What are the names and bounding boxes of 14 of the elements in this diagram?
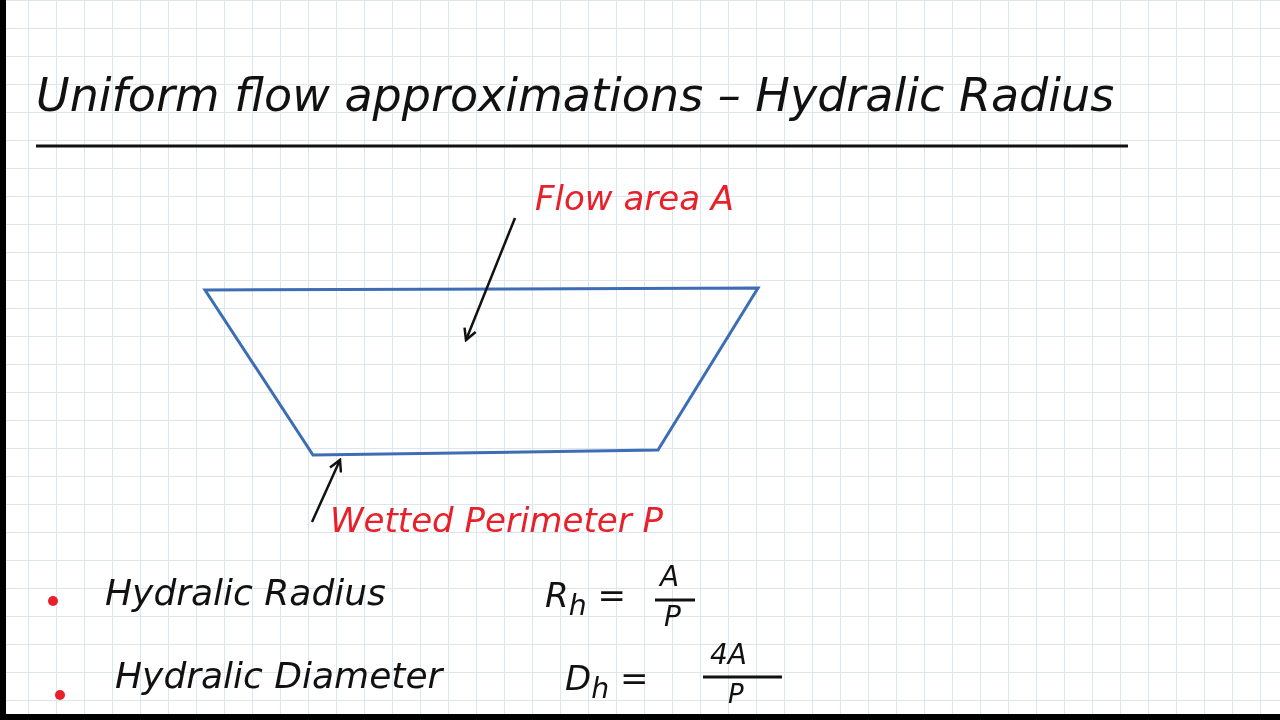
formula-text: R$_{h}$ = <box>545 575 626 622</box>
bullet-text: Hydralic Diameter <box>115 655 443 696</box>
fraction-denominator: P <box>728 679 744 709</box>
formula-text: D$_{h}$ = <box>565 658 649 705</box>
annotation-label: Wetted Perimeter P <box>330 500 663 540</box>
bullet-text: Hydralic Radius <box>105 572 386 613</box>
title: Uniform flow approximations – Hydralic Radius <box>36 68 1115 122</box>
annotation-label: Flow area A <box>535 178 735 218</box>
fraction-numerator: 4A <box>710 638 747 671</box>
leader-line <box>310 458 343 523</box>
fraction-numerator: A <box>660 560 680 593</box>
fraction-denominator: P <box>664 600 681 633</box>
channel-cross-section <box>202 286 761 457</box>
leader-line <box>463 217 517 342</box>
